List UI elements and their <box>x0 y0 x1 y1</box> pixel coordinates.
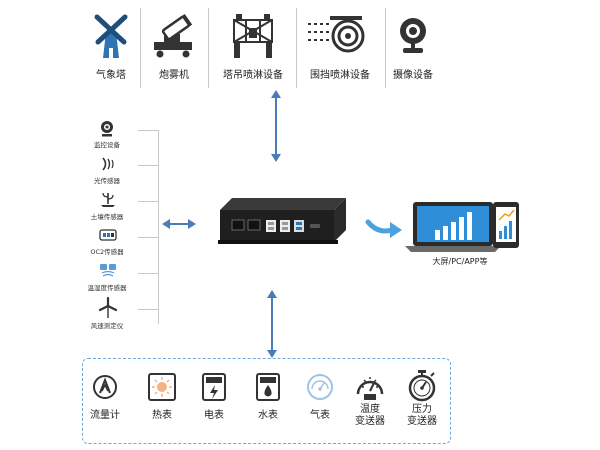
meter-label: 电表 <box>204 410 224 421</box>
sensor-label: OC2传感器 <box>90 248 124 256</box>
camera-icon <box>398 16 428 58</box>
gas-sensor-icon <box>99 228 117 242</box>
gas-meter-icon <box>306 373 334 401</box>
electric-meter-icon <box>202 373 226 401</box>
sensor-label: 土壤传感器 <box>90 213 124 221</box>
webcam-icon <box>100 121 114 137</box>
fence-sprinkler-icon <box>308 14 368 58</box>
temp-humidity-sensor-icon <box>100 264 116 278</box>
top-device-label: 摄像设备 <box>393 70 433 81</box>
display-devices <box>405 198 525 256</box>
iot-gateway-device <box>218 198 348 246</box>
tower-crane-sprinkler-icon <box>228 14 278 58</box>
soil-sensor-icon <box>100 192 116 208</box>
meter-label: 温度 变送器 <box>355 404 385 427</box>
sensor-label: 风速测定仪 <box>90 322 124 330</box>
sensor-label: 温湿度传感器 <box>87 284 127 292</box>
heat-meter-icon <box>148 373 176 401</box>
top-device-label: 围挡喷淋设备 <box>310 70 370 81</box>
wind-turbine-icon <box>98 296 118 318</box>
light-sensor-icon <box>100 156 116 172</box>
display-label: 大屏/PC/APP等 <box>432 257 488 266</box>
sensor-label: 光传感器 <box>94 177 120 185</box>
pressure-transmitter-icon <box>407 370 437 402</box>
meter-label: 流量计 <box>90 410 120 421</box>
temperature-transmitter-icon <box>355 372 385 402</box>
top-device-label: 气象塔 <box>96 70 126 81</box>
fog-cannon-icon <box>150 13 198 58</box>
sensor-link-arrow <box>162 219 196 229</box>
meter-label: 气表 <box>310 410 330 421</box>
sensor-column: 监控设备 光传感器 土壤传感器 OC2传感器 <box>70 115 170 345</box>
top-link-arrow <box>270 90 282 162</box>
windmill-icon <box>92 14 130 58</box>
top-devices-row: 气象塔 炮雾机 <box>0 0 600 90</box>
meter-label: 热表 <box>152 410 172 421</box>
top-device-label: 塔吊喷淋设备 <box>223 70 283 81</box>
meters-group <box>82 358 451 444</box>
top-device-label: 炮雾机 <box>159 70 189 81</box>
display-link-arrow <box>365 218 402 242</box>
bottom-link-arrow <box>266 290 278 358</box>
meter-label: 水表 <box>258 410 278 421</box>
water-meter-icon <box>256 373 280 401</box>
flow-meter-icon <box>92 374 118 400</box>
meter-label: 压力 变送器 <box>407 404 437 427</box>
sensor-label: 监控设备 <box>94 141 120 149</box>
